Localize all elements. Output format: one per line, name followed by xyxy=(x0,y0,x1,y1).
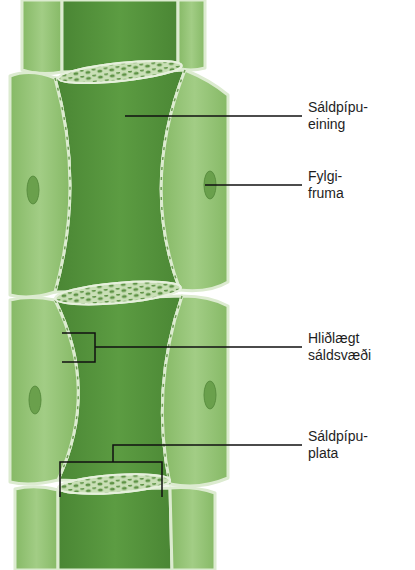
leader-line xyxy=(125,115,302,117)
part-label: Sáldpípu- plata xyxy=(308,428,388,462)
part-label: Fylgi- fruma xyxy=(308,168,368,202)
leader-line xyxy=(205,184,302,186)
bracket-leader xyxy=(62,333,302,362)
part-label: Hliðlægt sáldsvæði xyxy=(308,330,388,364)
bracket-leader xyxy=(60,445,302,497)
part-label: Sáldpípu- eining xyxy=(308,99,388,133)
